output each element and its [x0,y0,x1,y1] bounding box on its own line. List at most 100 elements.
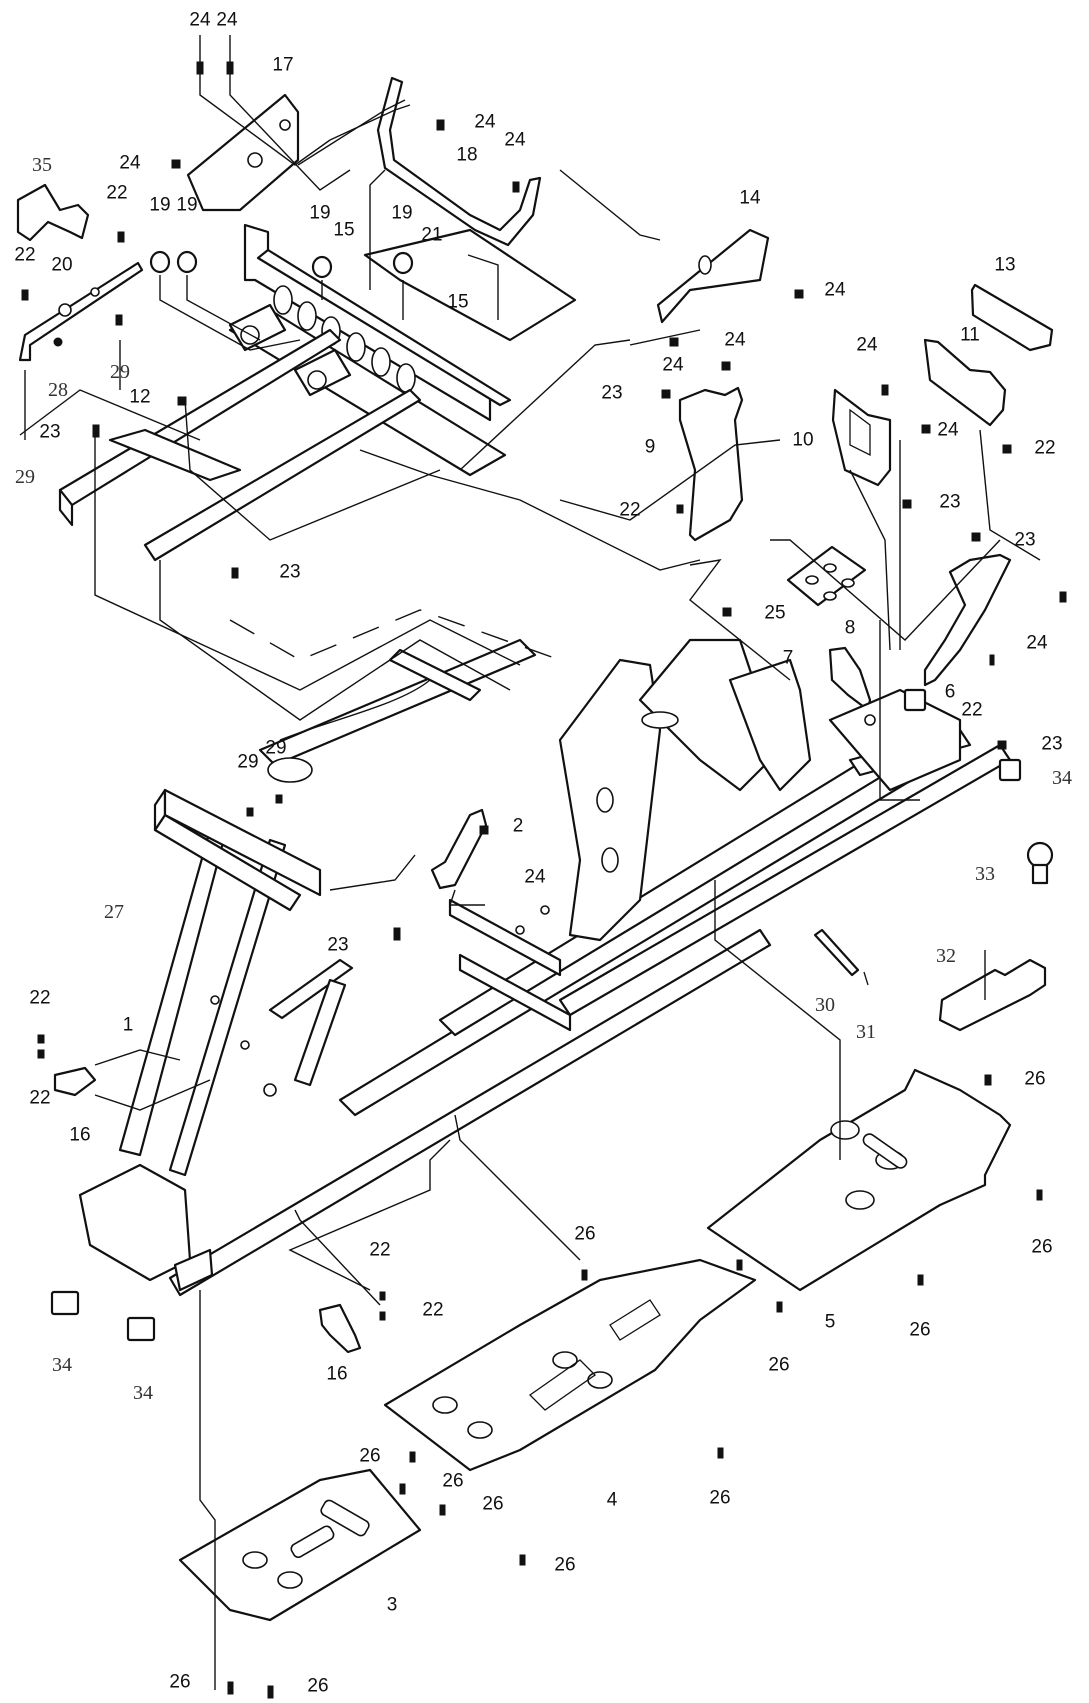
callout-12: 12 [129,386,151,408]
callout-24: 24 [1026,632,1048,654]
part-20-side-bracket [18,261,144,362]
callout-19: 19 [309,202,331,224]
callout-8: 8 [844,617,856,639]
callout-26: 26 [709,1487,731,1509]
callout-26: 26 [442,1470,464,1492]
callout-24: 24 [189,9,211,31]
part-5-skid-plate [706,1068,1012,1292]
callout-28: 28 [48,379,68,401]
callout-16: 16 [326,1363,348,1385]
callout-26: 26 [307,1675,329,1697]
callout-27: 27 [104,901,124,923]
callout-26: 26 [574,1223,596,1245]
callout-3: 3 [386,1594,398,1616]
callout-25: 25 [764,602,786,624]
callout-29: 29 [265,737,287,759]
callout-24: 24 [724,329,746,351]
callout-34: 34 [1052,767,1072,789]
callout-10: 10 [792,429,814,451]
part-4-skid-plate [383,1258,757,1472]
part-33-hitch-ball [1026,841,1054,885]
part-32-hitch-receiver [938,958,1047,1032]
callout-31: 31 [856,1021,876,1043]
part-8-perforated-plate [786,545,867,607]
callout-35: 35 [32,154,52,176]
part-13-pad [970,283,1054,352]
callout-24: 24 [524,866,546,888]
callout-34: 34 [133,1382,153,1404]
part-30-hitch-pin [813,928,860,977]
part-35-latch [16,183,90,242]
callout-20: 20 [51,254,73,276]
callout-9: 9 [644,436,656,458]
callout-33: 33 [975,863,995,885]
callout-15: 15 [447,291,469,313]
callout-29: 29 [237,751,259,773]
part-14-rail-bracket [656,228,770,324]
callout-15: 15 [333,219,355,241]
callout-29: 29 [15,466,35,488]
callout-23: 23 [279,561,301,583]
callout-24: 24 [856,334,878,356]
callout-29: 29 [110,361,130,383]
callout-24: 24 [662,354,684,376]
callout-19: 19 [176,194,198,216]
callout-22: 22 [1034,437,1056,459]
callout-23: 23 [1014,529,1036,551]
callout-22: 22 [106,182,128,204]
part-17-upper-bracket [186,93,300,212]
callout-11: 11 [960,324,980,346]
callout-26: 26 [1024,1068,1046,1090]
callout-26: 26 [909,1319,931,1341]
callout-24: 24 [937,419,959,441]
callout-22: 22 [29,987,51,1009]
callout-7: 7 [782,647,794,669]
callout-19: 19 [391,202,413,224]
callout-13: 13 [994,254,1016,276]
part-2-bracket [430,808,488,890]
part-1-main-frame [78,638,1012,1297]
part-3-skid-plate [178,1468,422,1622]
callout-22: 22 [961,699,983,721]
part-18-tube-bar [376,76,542,247]
fasteners [21,61,1067,1699]
callout-21: 21 [421,224,443,246]
part-31-clip [863,971,869,986]
callout-26: 26 [482,1493,504,1515]
callout-22: 22 [14,244,36,266]
callout-22: 22 [29,1087,51,1109]
callout-23: 23 [939,491,961,513]
callout-30: 30 [815,994,835,1016]
part-6-rear-bracket [923,553,1012,687]
callout-23: 23 [601,382,623,404]
callout-26: 26 [554,1554,576,1576]
callout-24: 24 [504,129,526,151]
callout-22: 22 [619,499,641,521]
callout-14: 14 [739,187,761,209]
callout-17: 17 [272,54,294,76]
callout-5: 5 [824,1311,836,1333]
callout-26: 26 [359,1445,381,1467]
callout-16: 16 [69,1124,91,1146]
callout-22: 22 [422,1299,444,1321]
callout-22: 22 [369,1239,391,1261]
part-11-plate [923,338,1007,427]
callout-6: 6 [944,681,956,703]
part-10-mount-plate [831,388,892,487]
part-19-bushings [149,250,414,279]
callout-24: 24 [824,279,846,301]
callout-24: 24 [474,111,496,133]
callout-34: 34 [52,1354,72,1376]
part-16-bracket-left [53,1066,97,1097]
part-16-bracket-right [318,1303,362,1354]
callout-4: 4 [606,1489,618,1511]
callout-19: 19 [149,194,171,216]
callout-26: 26 [169,1671,191,1693]
part-34-end-caps [50,688,1022,1342]
callout-23: 23 [39,421,61,443]
callout-1: 1 [122,1014,134,1036]
part-9-support-bracket [678,386,744,542]
callout-24: 24 [119,152,141,174]
